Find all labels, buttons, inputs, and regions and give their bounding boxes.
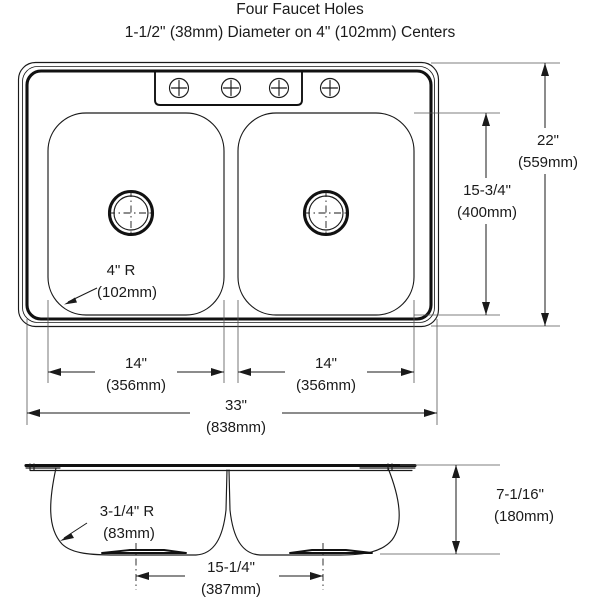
bowl-depth-mm: (400mm): [457, 204, 517, 221]
right-drain: [302, 189, 350, 237]
corner-radius-inches: 4" R: [107, 262, 136, 279]
faucet-hole-3: [268, 77, 290, 99]
bowl-depth-inches: 15-3/4": [463, 182, 511, 199]
drain-spacing-inches: 15-1/4": [207, 559, 255, 576]
section-view-group: 3-1/4" R (83mm) 7-1/16" (180mm) 15-1/4" …: [24, 463, 554, 600]
title-line-2: 1-1/2" (38mm) Diameter on 4" (102mm) Cen…: [125, 24, 456, 41]
corner-radius-mm: (102mm): [97, 284, 157, 301]
section-bowl-depth-inches: 7-1/16": [496, 486, 544, 503]
sink-deck-outline: [25, 69, 433, 321]
right-bowl-outline: [237, 112, 415, 316]
faucet-hole-group: [168, 77, 341, 99]
left-bowl-width-mm: (356mm): [106, 377, 166, 394]
faucet-hole-4: [319, 77, 341, 99]
left-bowl-section-profile: [50, 467, 228, 556]
vertical-dimensions-group: 22" (559mm) 15-3/4" (400mm): [414, 62, 588, 327]
drain-spacing-mm: (387mm): [201, 581, 261, 598]
right-bowl-width-inches: 14": [315, 355, 337, 372]
top-view-group: 4" R (102mm): [17, 61, 440, 328]
dimension-overall-width: 33" (838mm): [27, 394, 437, 438]
corner-radius-arrowhead: [64, 297, 77, 305]
dimension-left-bowl-width: 14" (356mm): [48, 352, 224, 396]
sink-rim-offset-outline: [22, 66, 435, 323]
overall-depth-mm: (559mm): [518, 154, 578, 171]
corner-radius-callout: 4" R (102mm): [64, 262, 157, 305]
section-radius-mm: (83mm): [103, 525, 155, 542]
overall-width-inches: 33": [225, 397, 247, 414]
section-radius-callout: 3-1/4" R (83mm): [60, 503, 155, 542]
right-bowl-width-mm: (356mm): [296, 377, 356, 394]
overall-width-mm: (838mm): [206, 419, 266, 436]
left-bowl-outline: [47, 112, 225, 316]
right-drain-pad: [289, 543, 373, 590]
dimension-section-bowl-depth: 7-1/16" (180mm): [380, 464, 554, 555]
dimension-bowl-depth: 15-3/4" (400mm): [446, 113, 528, 315]
faucet-hole-2: [220, 77, 242, 99]
faucet-hole-1: [168, 77, 190, 99]
left-bowl-width-inches: 14": [125, 355, 147, 372]
sink-outer-rim-outline: [17, 61, 440, 328]
overall-depth-inches: 22": [537, 132, 559, 149]
dimension-right-bowl-width: 14" (356mm): [238, 352, 414, 396]
dimension-drain-spacing: 15-1/4" (387mm): [136, 556, 323, 600]
horizontal-dimensions-group: 14" (356mm) 14" (356mm) 33" (838mm): [26, 300, 438, 438]
dimension-overall-depth: 22" (559mm): [510, 63, 588, 326]
section-radius-inches: 3-1/4" R: [100, 503, 155, 520]
section-bowl-depth-mm: (180mm): [494, 508, 554, 525]
section-radius-arrowhead: [60, 533, 74, 541]
left-drain: [107, 189, 155, 237]
faucet-deck-ledge: [154, 70, 303, 106]
section-left-rim-detail: [25, 463, 61, 471]
title-line-1: Four Faucet Holes: [236, 1, 364, 18]
left-drain-pad: [101, 543, 187, 590]
